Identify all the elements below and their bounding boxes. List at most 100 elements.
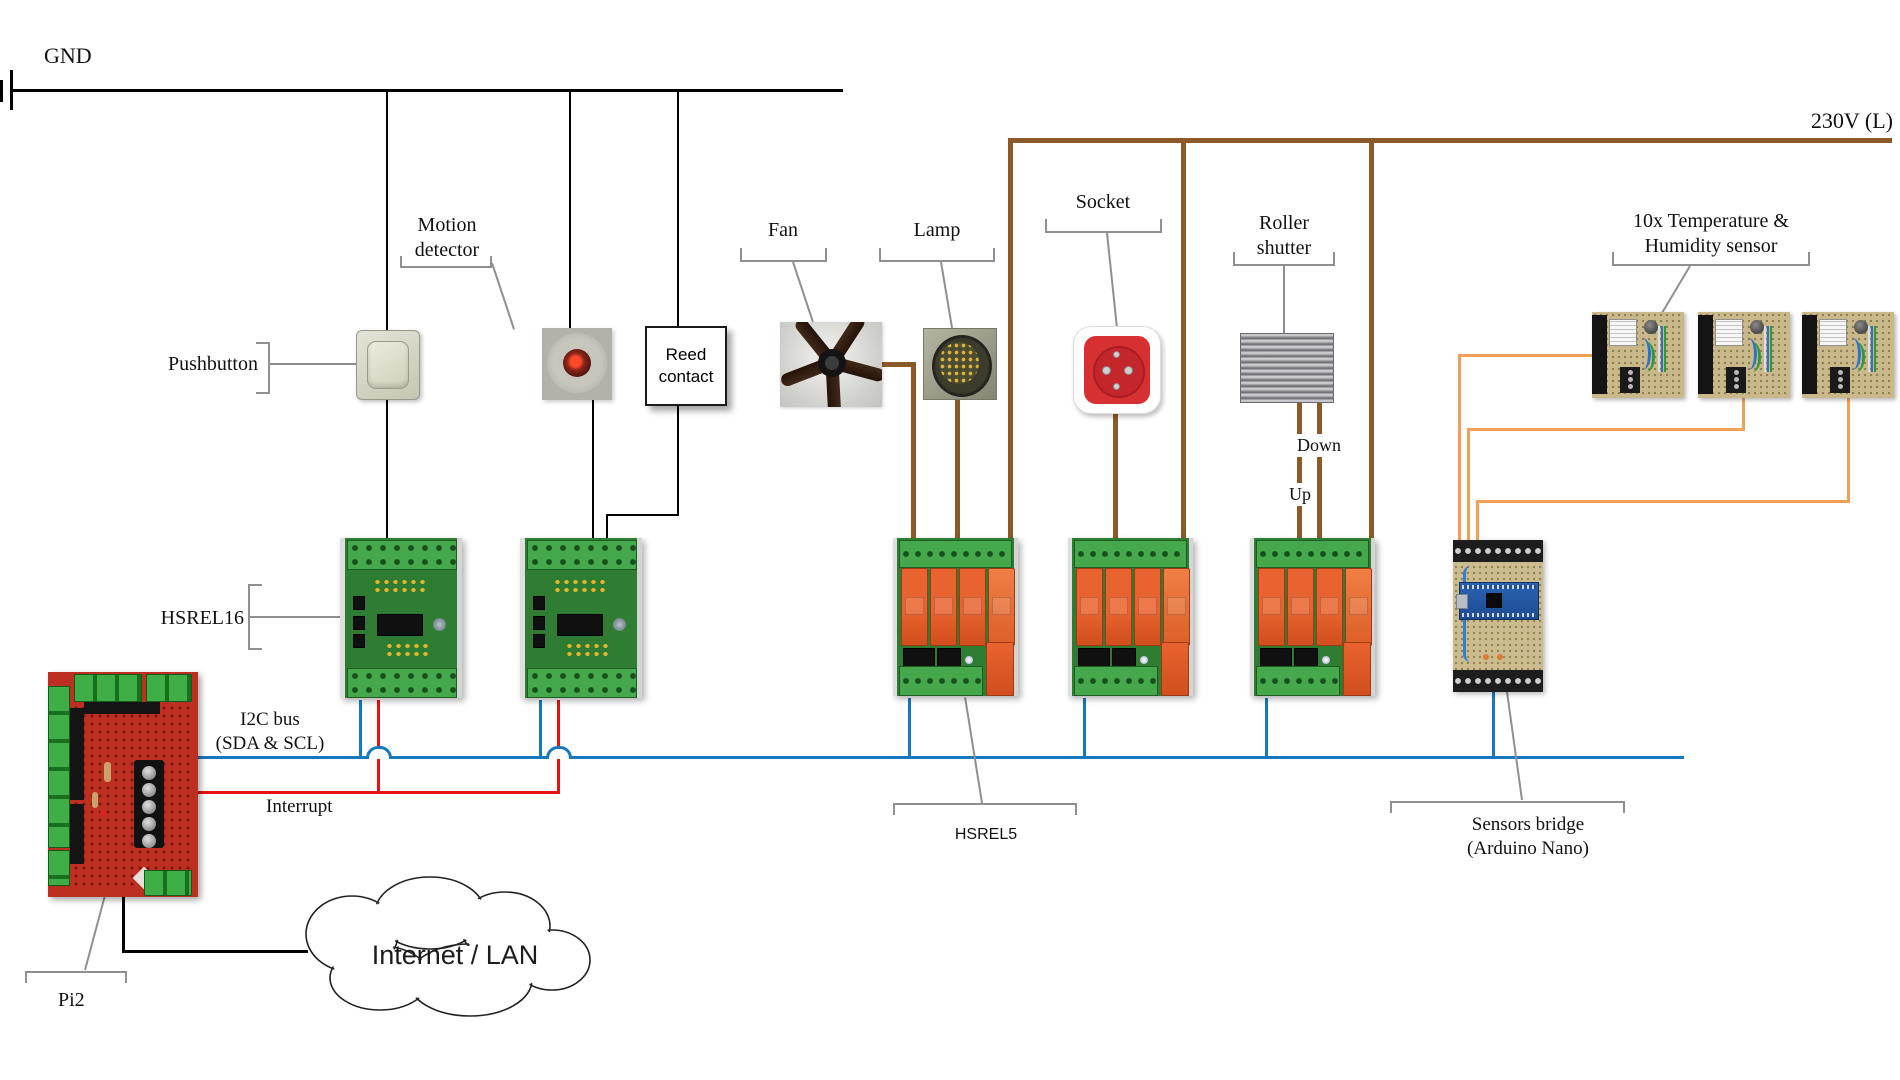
relay [1076,568,1103,646]
hsrel5-board-3 [1250,538,1375,696]
socket-screw [1113,351,1120,358]
pushbutton-bracket [256,392,270,394]
pcb-led [1497,654,1503,660]
i2c-bus-label: I2C bus (SDA & SCL) [190,708,350,756]
wire-detail [1638,342,1655,372]
hsrel16-bracket [248,648,262,650]
pi2-bracket [125,971,127,983]
relay [901,568,928,646]
i2c-bus-wire [198,756,1684,759]
pcb-ic [533,596,545,610]
terminal-strip [1074,666,1158,696]
relay [1161,642,1189,696]
terminal-strip [899,666,983,696]
dht-sensor [1609,319,1637,346]
roller-label-line1: Roller [1259,212,1309,234]
pcb-capacitor [1854,320,1868,334]
lamp-label: Lamp [913,219,961,241]
sensor3-wire [1847,398,1850,503]
relay [930,568,957,646]
roller-bracket [1233,264,1335,266]
pcb-detail [565,642,611,656]
pi2-board [48,672,198,897]
temp-sensor-board-3 [1802,312,1894,398]
hsrel5-callout-line [964,697,983,804]
temp-sensor-label: 10x Temperature & Humidity sensor [1611,209,1811,259]
hsrel16-callout-line [250,616,340,618]
wire-detail [1661,326,1663,372]
wire-detail [1767,326,1769,372]
terminal-strip [1256,540,1369,568]
temp-bracket [1612,252,1614,266]
hsrel5-label: HSREL5 [954,826,1018,843]
pcb-ic [353,596,365,610]
pcb-detail [553,578,605,594]
bridge-bracket [1390,801,1392,813]
terminal-strip [347,540,457,570]
pi2-callout-line [84,894,107,971]
sensor1-wire [1458,356,1461,540]
pcb-detail [385,642,431,656]
relay [1316,568,1343,646]
pushbutton-key [367,341,409,389]
temp-label-line2: Humidity sensor [1644,235,1778,257]
wire-detail [1764,326,1766,372]
pi2-bracket [25,971,27,983]
hsrel16-bracket [248,584,250,650]
terminal-blocks [146,674,192,702]
temp-sensor-board-1 [1592,312,1684,398]
motion-bracket [490,256,492,268]
socket-image [1073,326,1161,414]
motion-callout-line [491,262,516,330]
motion-label-line1: Motion [417,214,477,236]
terminal-blocks [48,686,70,848]
terminal-strip [527,668,637,698]
fan-hub [825,356,839,370]
pin-header [1830,367,1850,393]
screw-terminal [134,760,164,848]
pin-header [70,708,84,800]
terminal-strip [1256,666,1340,696]
lamp-to-hsrel5-wire [955,394,960,540]
wire-detail [1874,326,1876,372]
terminal-blocks [144,870,192,896]
sensor1-wire [1458,354,1594,357]
pcb-detail [373,578,425,594]
i2c-label-line2: (SDA & SCL) [215,732,325,754]
sensor3-wire [1476,500,1849,503]
socket-callout-line [1106,232,1119,329]
shutter-down-label: Down [1294,434,1344,457]
reed-label-line2: contact [658,367,714,386]
fan-bracket [740,260,827,262]
lamp-bracket [879,260,995,262]
wire-detail [1658,326,1660,372]
wire-detail [1664,326,1666,372]
pi2-bracket [25,971,127,973]
fan-to-hsrel5-wire [911,362,916,540]
gnd-drop-motion-wire [569,90,571,328]
socket-pin [1102,366,1111,375]
dht-sensor [1819,319,1847,346]
mains-drop2-wire [1181,138,1186,540]
wire-detail [1744,342,1761,372]
lamp-bracket [879,248,881,262]
pcb-ic [353,634,365,648]
terminal-strip [1453,670,1543,692]
bridge-label-line2: (Arduino Nano) [1467,837,1589,859]
pin-header [70,804,84,864]
terminal-strip [347,668,457,698]
sensor3-wire [1476,502,1479,540]
fan-image [780,322,882,407]
temp-sensor-board-2 [1698,312,1790,398]
hsrel16-2-i2c-wire [539,700,542,758]
roller-callout-line [1283,266,1285,333]
mains-label: 230V (L) [1810,108,1893,133]
socket-to-hsrel5-wire [1113,406,1118,540]
pcb-capacitor [1644,320,1658,334]
fan-callout-line [792,261,814,323]
resistor [104,762,111,782]
hsrel5-3-i2c-wire [1265,698,1268,758]
hsrel16-label: HSREL16 [160,607,244,629]
internet-cloud [305,876,591,1017]
